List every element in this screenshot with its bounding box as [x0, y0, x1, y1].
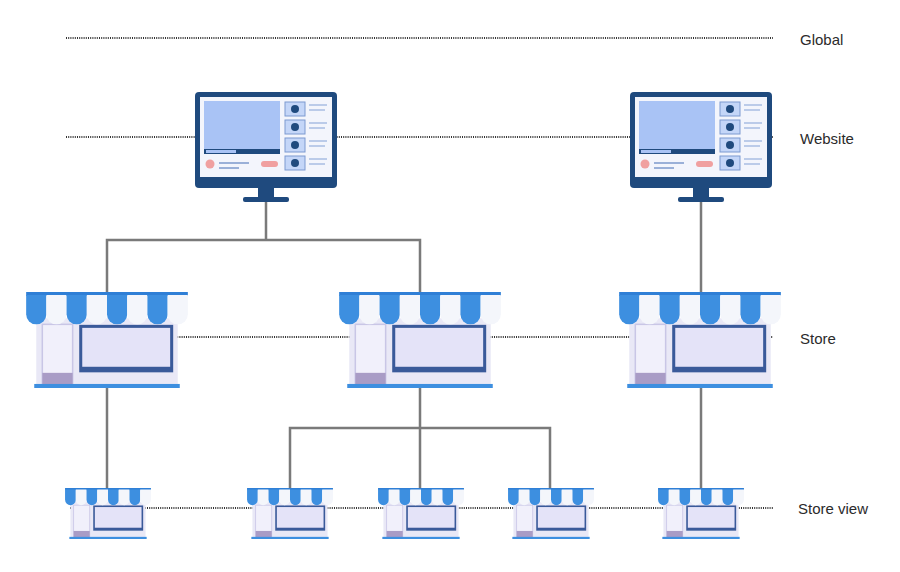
level-label: Website: [798, 130, 856, 147]
level-label: Global: [798, 31, 845, 48]
level-label: Store: [798, 330, 838, 347]
level-label: Store view: [796, 500, 870, 517]
